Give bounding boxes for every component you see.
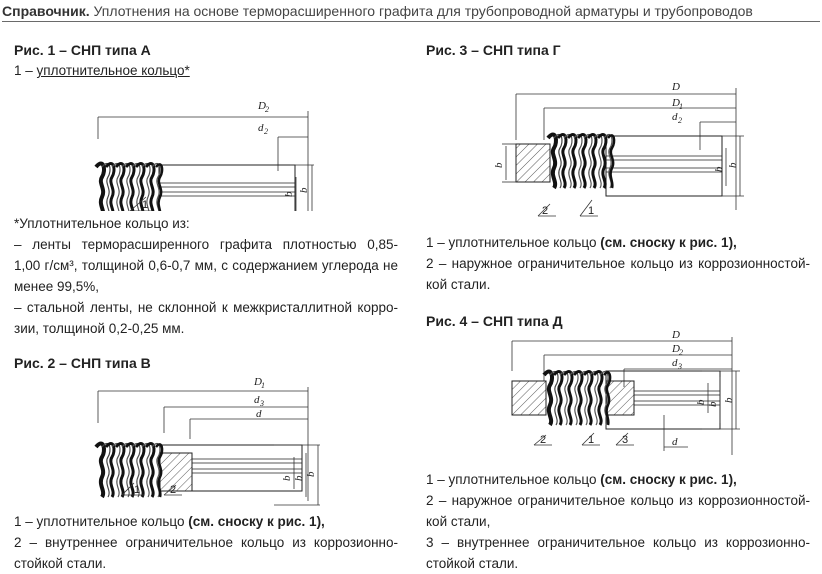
svg-text:1: 1 bbox=[261, 381, 265, 390]
svg-text:b: b bbox=[283, 191, 295, 197]
svg-text:2: 2 bbox=[264, 127, 268, 136]
svg-text:1: 1 bbox=[588, 205, 594, 217]
svg-text:2: 2 bbox=[542, 205, 548, 217]
svg-text:d: d bbox=[672, 357, 678, 369]
svg-text:b: b bbox=[293, 475, 305, 481]
svg-text:D: D bbox=[253, 376, 262, 388]
page-header: Справочник. Уплотнения на основе термора… bbox=[2, 0, 820, 22]
fig2-legend-1: 2 – внутреннее ограничительное кольцо из… bbox=[14, 535, 398, 550]
svg-text:d: d bbox=[254, 394, 260, 406]
svg-text:2: 2 bbox=[678, 116, 682, 125]
svg-text:d: d bbox=[256, 408, 262, 420]
fig4-title: Рис. 4 – СНП типа Д bbox=[426, 313, 563, 329]
svg-text:1: 1 bbox=[588, 434, 594, 446]
fig1-item1: 1 – уплотнительное кольцо* bbox=[14, 63, 190, 78]
fig4-legend-4: стойкой стали. bbox=[426, 556, 519, 571]
fig3-legend-1: 2 – наружное ограничительное кольцо из к… bbox=[426, 256, 810, 271]
fig4-legend-0: 1 – уплотнительное кольцо (см. сноску к … bbox=[426, 472, 737, 487]
svg-text:d: d bbox=[258, 122, 264, 134]
fig1-note-3: менее 99,5%, bbox=[14, 279, 100, 294]
svg-text:b: b bbox=[727, 162, 739, 168]
fig1-note-1: – ленты терморасширенного графита плотно… bbox=[14, 237, 398, 252]
fig3-legend-0: 1 – уплотнительное кольцо (см. сноску к … bbox=[426, 235, 737, 250]
svg-text:b: b bbox=[713, 166, 725, 172]
fig1-note-2: 1,00 г/см³, толщиной 0,6-0,7 мм, с содер… bbox=[14, 258, 398, 273]
svg-text:b: b bbox=[707, 401, 719, 407]
svg-text:2: 2 bbox=[265, 105, 269, 114]
svg-text:D: D bbox=[671, 343, 680, 355]
svg-text:b: b bbox=[305, 471, 317, 477]
svg-text:d: d bbox=[672, 436, 678, 448]
svg-text:D: D bbox=[671, 81, 680, 93]
fig2-legend-2: стойкой стали. bbox=[14, 556, 107, 571]
left-column: Рис. 1 – СНП типа А 1 – уплотнительное к… bbox=[14, 40, 398, 574]
svg-text:3: 3 bbox=[622, 434, 628, 446]
fig1-note-0: *Уплотнительное кольцо из: bbox=[14, 216, 190, 231]
svg-text:b: b bbox=[281, 475, 293, 481]
svg-text:1: 1 bbox=[142, 199, 148, 211]
svg-text:2: 2 bbox=[170, 484, 176, 496]
header-title: Уплотнения на основе терморасширенного г… bbox=[93, 3, 753, 19]
fig2-title: Рис. 2 – СНП типа В bbox=[14, 355, 151, 371]
fig4-legend-3: 3 – внутреннее ограничительное кольцо из… bbox=[426, 535, 810, 550]
svg-text:2: 2 bbox=[540, 434, 546, 446]
svg-text:D: D bbox=[671, 97, 680, 109]
fig3-title: Рис. 3 – СНП типа Г bbox=[426, 42, 561, 58]
svg-text:b: b bbox=[493, 162, 505, 168]
fig3-legend-2: кой стали. bbox=[426, 277, 491, 292]
header-prefix: Справочник. bbox=[2, 3, 90, 19]
svg-text:1: 1 bbox=[134, 484, 140, 496]
svg-text:b: b bbox=[695, 399, 707, 405]
fig2-legend-0: 1 – уплотнительное кольцо (см. сноску к … bbox=[14, 514, 325, 529]
svg-text:D: D bbox=[257, 100, 266, 112]
fig4-legend-1: 2 – наружное ограничительное кольцо из к… bbox=[426, 493, 810, 508]
fig1-note-4: – стальной ленты, не склонной к межкрист… bbox=[14, 300, 398, 315]
svg-text:D: D bbox=[671, 331, 680, 341]
svg-text:2: 2 bbox=[679, 348, 683, 357]
svg-text:3: 3 bbox=[677, 362, 682, 371]
svg-text:1: 1 bbox=[679, 102, 683, 111]
svg-text:b: b bbox=[723, 397, 735, 403]
fig1-title: Рис. 1 – СНП типа А bbox=[14, 42, 151, 58]
svg-text:b: b bbox=[298, 187, 310, 193]
svg-text:3: 3 bbox=[259, 399, 264, 408]
svg-text:d: d bbox=[672, 111, 678, 123]
fig4-legend-2: кой стали, bbox=[426, 514, 491, 529]
fig1-note-5: зии, толщиной 0,2-0,25 мм. bbox=[14, 321, 185, 336]
